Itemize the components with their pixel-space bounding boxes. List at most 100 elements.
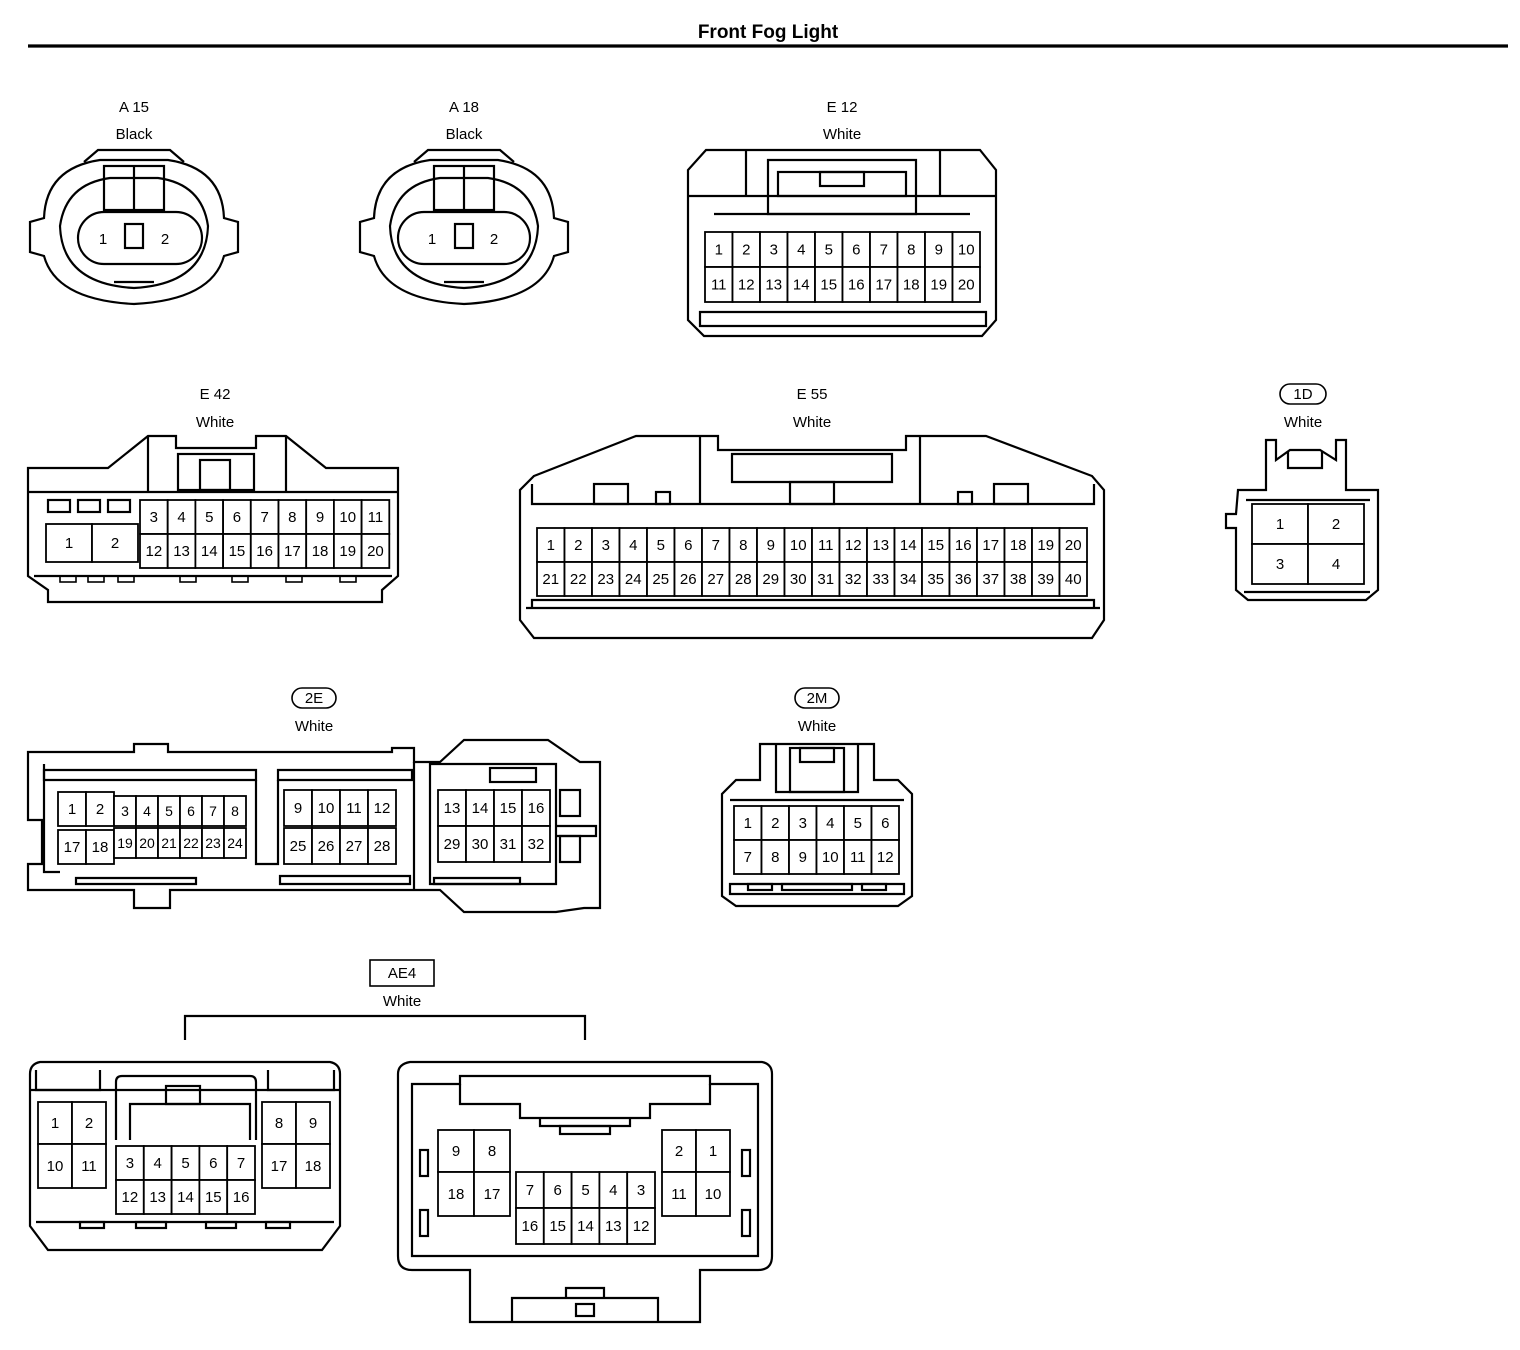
connector-ae4-pin-number: 10 bbox=[705, 1186, 722, 1203]
connector-e55-pin-number: 13 bbox=[872, 537, 889, 554]
connector-2m-pin-number: 2 bbox=[771, 815, 779, 832]
connector-2e-pin-number: 13 bbox=[444, 800, 461, 817]
connector-2e-pin-cavity bbox=[85, 829, 115, 865]
connector-2e-pin-number: 7 bbox=[209, 803, 217, 819]
connector-ae4-pin-number: 17 bbox=[484, 1186, 501, 1203]
connector-2m-pin-number: 4 bbox=[826, 815, 834, 832]
connector-e55-pin-cavity bbox=[976, 561, 1006, 597]
connector-ae4-pin-number: 14 bbox=[577, 1218, 594, 1235]
connector-ae4-pin-cavity bbox=[37, 1143, 73, 1189]
connector-2e-pin-number: 10 bbox=[318, 800, 335, 817]
connector-e42-latches bbox=[59, 575, 357, 583]
connector-ae4-right-housing bbox=[396, 1060, 774, 1324]
connector-e55-pin-cavity bbox=[893, 527, 923, 563]
connector-2e-pin-number: 24 bbox=[227, 835, 243, 851]
connector-e55-pin-number: 10 bbox=[790, 537, 807, 554]
connector-1d-housing bbox=[1224, 438, 1380, 602]
connector-e42-pin-cavity bbox=[249, 533, 280, 569]
connector-e42-pin-number: 12 bbox=[146, 543, 163, 560]
connector-2e-pin-cavity bbox=[311, 827, 341, 865]
connector-2m-pin-cavity bbox=[788, 839, 818, 875]
connector-ae4-pin-number: 13 bbox=[149, 1189, 166, 1206]
connector-e42-pin-number: 9 bbox=[316, 509, 324, 526]
connector-2e-pin-cavity bbox=[367, 789, 397, 827]
connector-e55-pin-number: 3 bbox=[602, 537, 610, 554]
connector-e42-pin-number: 18 bbox=[312, 543, 329, 560]
connector-e12-color: White bbox=[823, 126, 861, 143]
connector-1d-pin-number: 2 bbox=[1332, 516, 1340, 533]
connector-e55-pin-number: 14 bbox=[900, 537, 917, 554]
connector-e12-pin-cavity bbox=[951, 266, 981, 303]
connector-e55-pin-number: 39 bbox=[1037, 571, 1054, 588]
connector-ae4-pin-number: 12 bbox=[122, 1189, 139, 1206]
connector-e12-pin-number: 10 bbox=[958, 242, 975, 259]
connector-2m-pin-number: 6 bbox=[881, 815, 889, 832]
connector-a15-code: A 15 bbox=[119, 99, 149, 116]
connector-2e-pin-number: 1 bbox=[68, 801, 76, 818]
connector-e42-pin-number: 8 bbox=[288, 509, 296, 526]
connector-ae4-pin-number: 6 bbox=[209, 1155, 217, 1172]
connector-ae4-pin-cavity bbox=[598, 1171, 629, 1209]
connector-1d-pin-cavity bbox=[1307, 503, 1365, 545]
connector-a15-pin-number: 1 bbox=[99, 231, 107, 248]
connector-ae4-pin-number: 9 bbox=[452, 1143, 460, 1160]
connector-e12-pin-cavity bbox=[924, 266, 954, 303]
connector-2m-pin-number: 11 bbox=[850, 849, 866, 866]
connector-2e-pin-number: 22 bbox=[183, 835, 199, 851]
connector-2m-pin-cavity bbox=[733, 839, 763, 875]
connector-e12-pin-number: 11 bbox=[711, 277, 727, 294]
connector-2m-pin-cavity bbox=[870, 805, 900, 841]
connector-ae4-pin-number: 17 bbox=[271, 1158, 288, 1175]
connector-ae4-pin-cavity bbox=[226, 1179, 256, 1215]
connector-ae4-pin-cavity bbox=[170, 1145, 201, 1181]
connector-e55-pin-cavity bbox=[783, 561, 813, 597]
connector-a18-housing bbox=[358, 148, 570, 306]
connector-2m-color: White bbox=[798, 718, 836, 735]
connector-e42-pin-number: 6 bbox=[233, 509, 241, 526]
connector-ae4-pin-cavity bbox=[71, 1143, 107, 1189]
connector-1d-pin-cavity bbox=[1251, 503, 1309, 545]
connector-ae4-pin-number: 4 bbox=[154, 1155, 162, 1172]
connector-2e-pin-number: 25 bbox=[290, 838, 307, 855]
connector-e55-pin-number: 23 bbox=[597, 571, 614, 588]
connector-e55-pin-cavity bbox=[1058, 527, 1088, 563]
connector-e42-pin-cavity bbox=[360, 533, 391, 569]
connector-2e-pin-number: 26 bbox=[318, 838, 335, 855]
connector-e55-pin-number: 24 bbox=[625, 571, 642, 588]
connector-e55-pin-cavity bbox=[646, 561, 676, 597]
connector-e55-pin-number: 29 bbox=[762, 571, 779, 588]
connector-e42-pin-cavity bbox=[91, 523, 139, 563]
connector-ae4-pin-cavity bbox=[261, 1143, 297, 1189]
connector-ae4-pin-number: 12 bbox=[633, 1218, 650, 1235]
connector-2e-pin-number: 9 bbox=[294, 800, 302, 817]
connector-2e-pin-number: 3 bbox=[121, 803, 129, 819]
connector-e42-pin-number: 15 bbox=[229, 543, 246, 560]
connector-e12-pin-cavity bbox=[841, 266, 871, 303]
connector-a18-color: Black bbox=[446, 126, 483, 143]
connector-e55-pin-number: 7 bbox=[712, 537, 720, 554]
connector-ae4-pin-number: 5 bbox=[581, 1182, 589, 1199]
connector-e42-pin-cavity bbox=[194, 533, 224, 569]
connector-ae4-pin-number: 11 bbox=[671, 1186, 687, 1203]
connector-ae4-pin-number: 16 bbox=[233, 1189, 250, 1206]
connector-2m-pin-number: 9 bbox=[799, 849, 807, 866]
connector-2e-pin-cavity bbox=[57, 829, 87, 865]
connector-2m-pin-number: 10 bbox=[822, 849, 839, 866]
connector-e55-pin-cavity bbox=[948, 527, 978, 563]
connector-e55-pin-number: 16 bbox=[955, 537, 972, 554]
connector-1d-pin-cavity bbox=[1251, 543, 1309, 585]
connector-2e-pin-number: 15 bbox=[500, 800, 517, 817]
connector-2e-pin-number: 4 bbox=[143, 803, 151, 819]
connector-ae4-pin-cavity bbox=[626, 1171, 656, 1209]
connector-ae4-pin-number: 10 bbox=[47, 1158, 64, 1175]
connector-e55-pin-number: 35 bbox=[927, 571, 944, 588]
connector-2m-pin-cavity bbox=[870, 839, 900, 875]
